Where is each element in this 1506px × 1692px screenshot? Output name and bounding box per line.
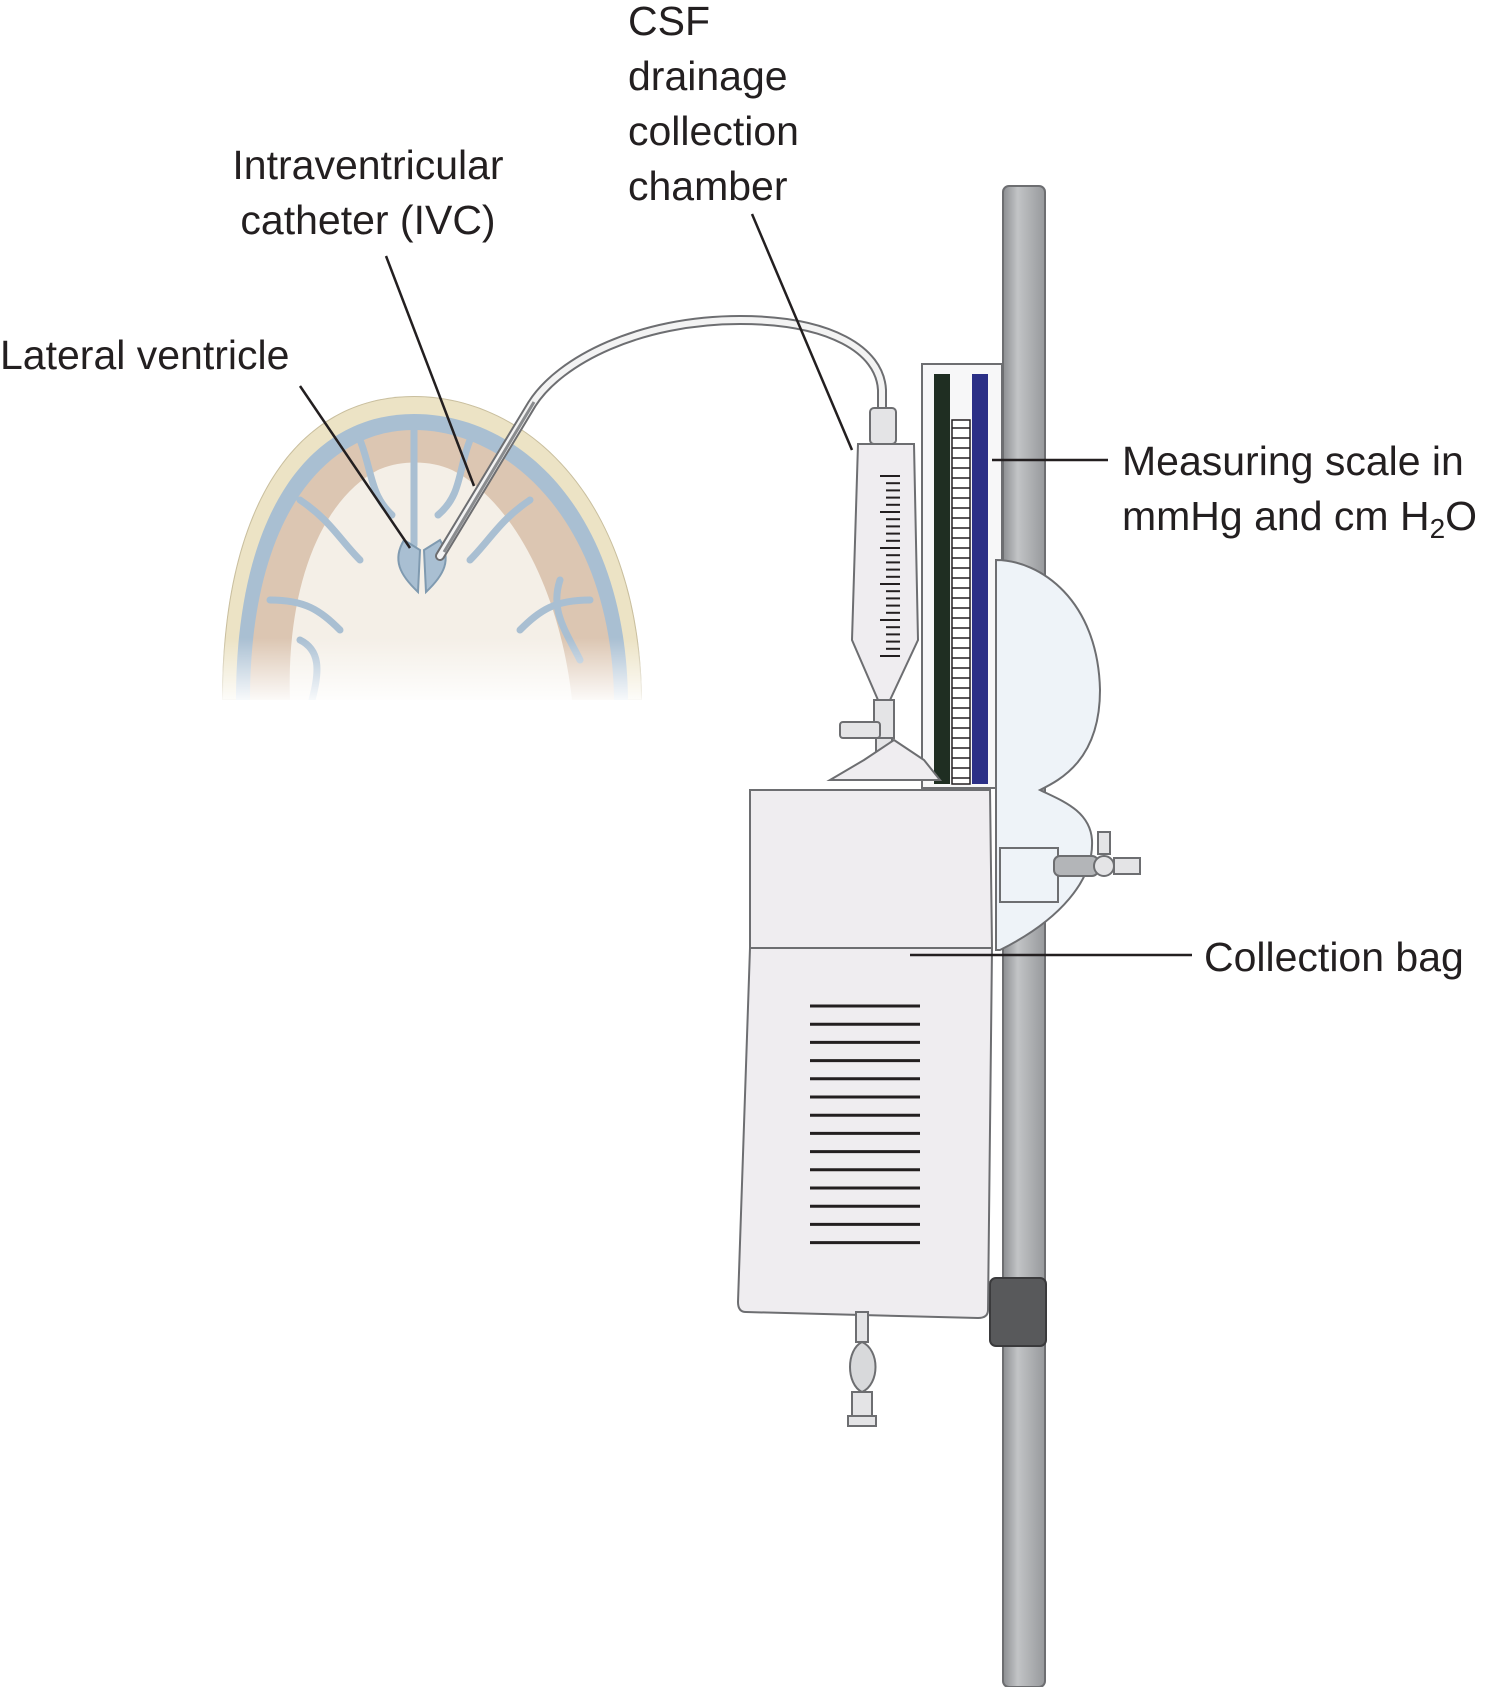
- measuring-scale: [921, 363, 1003, 789]
- label-units-text: mmHg and cm H: [1122, 493, 1430, 539]
- label-csf-chamber-line: CSF: [628, 0, 710, 44]
- label-csf-chamber-line: collection: [628, 108, 799, 154]
- csf-drainage-chamber: [839, 407, 920, 761]
- leader-lines: [298, 213, 1192, 957]
- stopcock-handle: [839, 721, 881, 739]
- label-measuring-scale: Measuring scale in mmHg and cm H2O: [1122, 434, 1477, 544]
- leader-lateral-ventricle: [298, 385, 412, 549]
- label-measuring-scale-line1: Measuring scale in: [1122, 438, 1464, 484]
- leader-csf-chamber: [750, 213, 854, 451]
- drain-spout: [855, 1311, 869, 1343]
- leader-ivc: [384, 255, 476, 487]
- label-units-suffix: O: [1445, 493, 1478, 539]
- pole-clamp-band: [989, 1277, 1047, 1347]
- label-csf-chamber-line: drainage: [628, 53, 788, 99]
- label-measuring-scale-line2: mmHg and cm H2O: [1122, 489, 1477, 544]
- scale-green-bar: [934, 374, 950, 784]
- label-csf-chamber-line: chamber: [628, 163, 788, 209]
- scale-blue-bar: [972, 374, 988, 784]
- label-csf-chamber: CSF drainage collection chamber: [628, 0, 799, 214]
- label-collection-bag: Collection bag: [1204, 934, 1464, 980]
- label-lateral-ventricle: Lateral ventricle: [0, 332, 290, 378]
- ivc-catheter-tube: [435, 314, 887, 561]
- collection-bag: [736, 738, 994, 1427]
- brain-cross-section: [222, 396, 642, 700]
- label-ivc-line: Intraventricular: [232, 142, 504, 188]
- label-units-subscript: 2: [1429, 513, 1446, 544]
- label-ivc-line: catheter (IVC): [240, 197, 496, 243]
- side-port: [1053, 855, 1099, 877]
- pole-mount-bracket: [995, 558, 1141, 951]
- label-ivc: Intraventricular catheter (IVC): [218, 138, 518, 248]
